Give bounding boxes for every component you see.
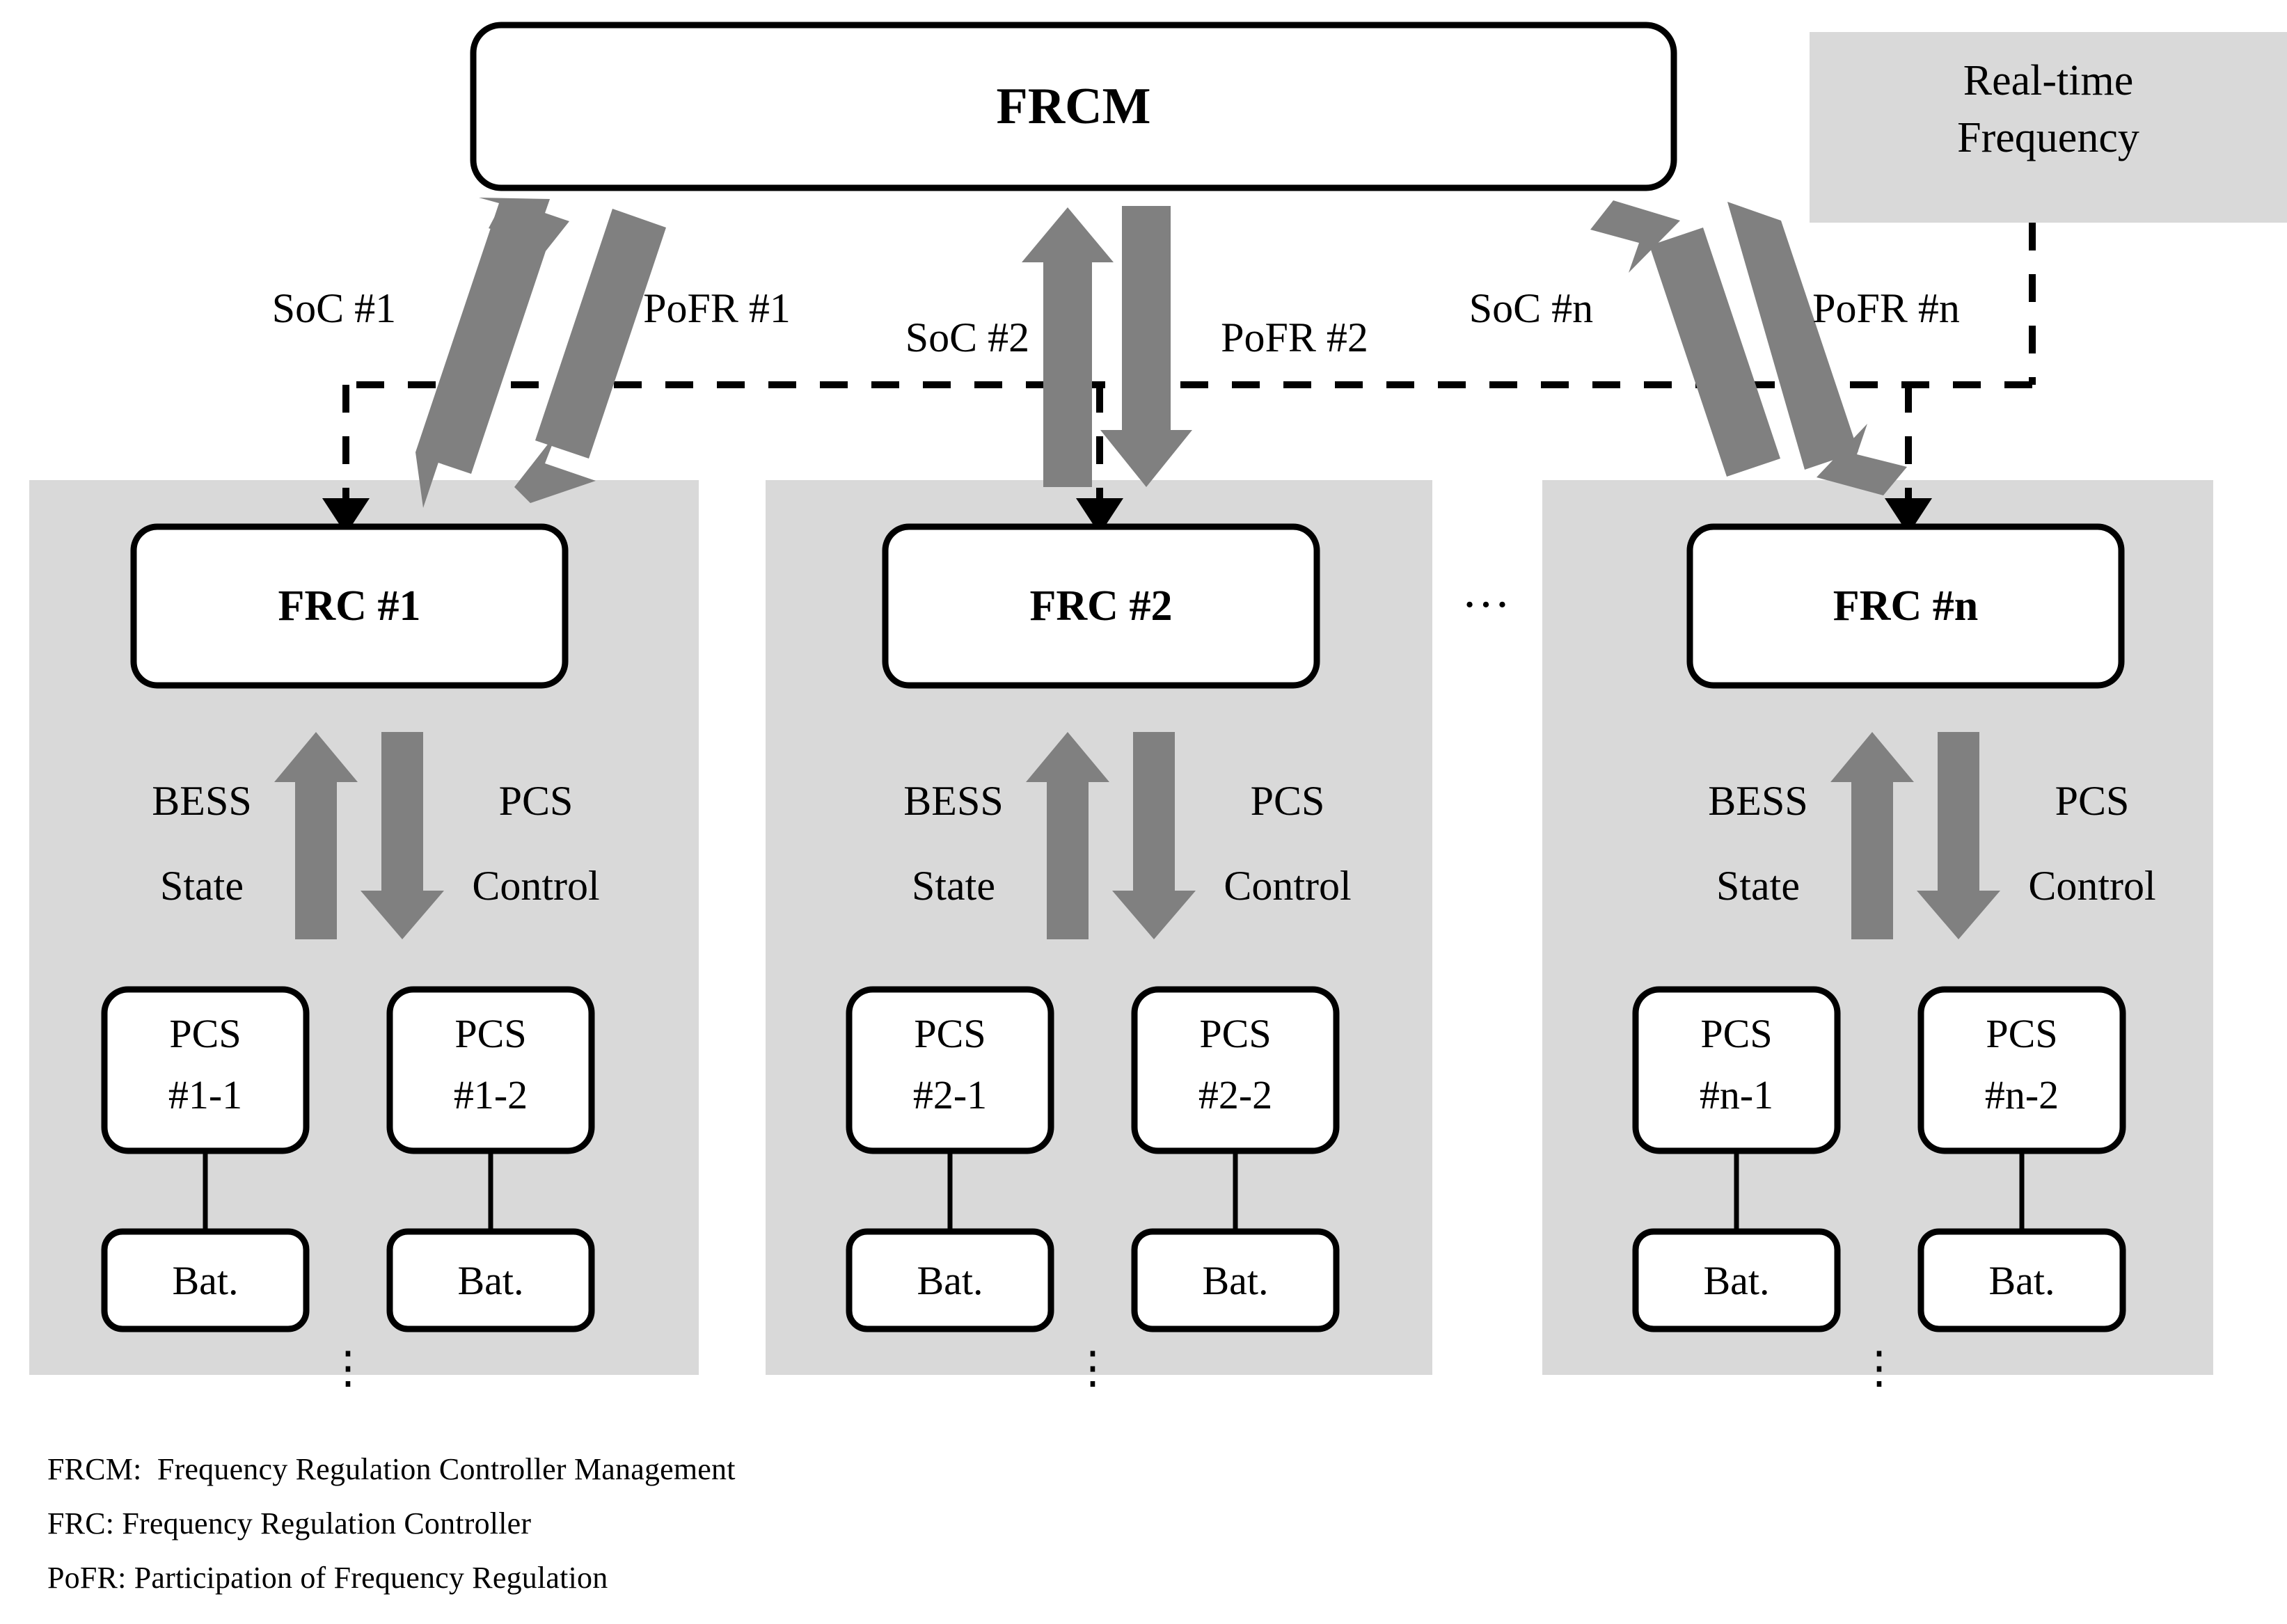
- pcs-label-n-1-line1: PCS: [1700, 1010, 1773, 1056]
- dashed-arrowhead-1: [322, 498, 370, 534]
- bess-state-arrow-head-n: [1830, 732, 1914, 782]
- pofr-label-2: PoFR #2: [1221, 314, 1368, 360]
- bess-state-label-1-line2: State: [160, 862, 244, 909]
- pcs-label-2-2-line2: #2-2: [1198, 1072, 1273, 1117]
- frc-label-1: FRC #1: [278, 582, 421, 630]
- pcs-control-arrow-shaft-1: [381, 732, 423, 899]
- pofr-label-1: PoFR #1: [643, 285, 791, 331]
- pcs-control-label-n-line1: PCS: [2055, 777, 2130, 824]
- pcs-label-1-1-line2: #1-1: [168, 1072, 243, 1117]
- realtime-frequency-label-line2: Frequency: [1957, 113, 2139, 161]
- soc-label-n: SoC #n: [1469, 285, 1594, 331]
- bess-state-arrow-head-1: [274, 732, 358, 782]
- pofr-arrow-head-2: [1100, 430, 1192, 487]
- bat-label-1-2: Bat.: [457, 1257, 524, 1303]
- soc-arrow-shaft-1: [418, 225, 548, 474]
- bat-label-2-1: Bat.: [917, 1257, 983, 1303]
- soc-arrow-head-n: [1590, 200, 1680, 273]
- pcs-label-n-1-line2: #n-1: [1699, 1072, 1774, 1117]
- soc-arrow-head-1: [489, 199, 569, 275]
- pcs-control-label-1-line1: PCS: [498, 777, 573, 824]
- pcs-control-arrow-shaft-n: [1938, 732, 1979, 899]
- pcs-control-arrow-head-2: [1112, 891, 1196, 939]
- bat-label-2-2: Bat.: [1202, 1257, 1269, 1303]
- bat-box-2-2: [1131, 1228, 1340, 1332]
- units-ellipsis-1: ⋮: [326, 1343, 370, 1392]
- pcs-label-1-2-line2: #1-2: [453, 1072, 528, 1117]
- soc-label-1: SoC #1: [271, 285, 397, 331]
- bat-box-2-1: [846, 1228, 1054, 1332]
- frc-box-1: [130, 523, 569, 689]
- pofr-arrow-shaft-n: [1727, 202, 1858, 470]
- realtime-frequency-box: [1810, 32, 2287, 223]
- pcs-control-arrow-head-1: [361, 891, 444, 939]
- bess-state-label-n-line1: BESS: [1708, 777, 1808, 824]
- pcs-label-n-2-line1: PCS: [1986, 1010, 2058, 1056]
- bess-state-arrow-shaft-n: [1851, 772, 1893, 939]
- frcm-label: FRCM: [996, 77, 1151, 135]
- pcs-label-n-2-line2: #n-2: [1984, 1072, 2059, 1117]
- units-ellipsis-n: ⋮: [1857, 1343, 1901, 1392]
- legend-line-pofr: PoFR: Participation of Frequency Regulat…: [47, 1561, 608, 1595]
- frc-label-2: FRC #2: [1029, 582, 1173, 630]
- bat-box-n-2: [1917, 1228, 2126, 1332]
- pcs-control-label-n-line2: Control: [2028, 862, 2156, 909]
- bat-label-n-1: Bat.: [1703, 1257, 1770, 1303]
- frcm-box: [470, 22, 1677, 191]
- pcs-control-arrow-shaft-2: [1133, 732, 1175, 899]
- pcs-control-arrow-head-n: [1917, 891, 2000, 939]
- legend-line-frcm: FRCM: Frequency Regulation Controller Ma…: [47, 1452, 736, 1486]
- bat-label-1-1: Bat.: [172, 1257, 239, 1303]
- frc-label-n: FRC #n: [1833, 582, 1979, 630]
- pcs-label-1-1-line1: PCS: [169, 1010, 242, 1056]
- pcs-label-2-1-line1: PCS: [914, 1010, 986, 1056]
- bess-state-label-1-line1: BESS: [152, 777, 252, 824]
- pcs-label-2-2-line1: PCS: [1199, 1010, 1272, 1056]
- bat-label-n-2: Bat.: [1988, 1257, 2055, 1303]
- pofr-arrow-shaft-1: [535, 209, 666, 459]
- groups-ellipsis: …: [1462, 564, 1517, 618]
- bat-box-1-1: [101, 1228, 310, 1332]
- pcs-control-label-2-line2: Control: [1224, 862, 1352, 909]
- pofr-label-n: PoFR #n: [1812, 285, 1960, 331]
- bess-state-label-2-line2: State: [912, 862, 995, 909]
- pofr-arrow-head-n: [1817, 424, 1907, 495]
- bess-state-arrow-shaft-1: [295, 772, 337, 939]
- pcs-label-2-1-line2: #2-1: [912, 1072, 988, 1117]
- soc-arrow-shaft-n: [1649, 228, 1780, 477]
- frc-box-2: [882, 523, 1320, 689]
- units-ellipsis-2: ⋮: [1070, 1343, 1115, 1392]
- bess-state-label-n-line2: State: [1716, 862, 1800, 909]
- dashed-arrowhead-n: [1885, 498, 1932, 534]
- frc-box-n: [1686, 523, 2125, 689]
- pcs-label-1-2-line1: PCS: [454, 1010, 527, 1056]
- soc-label-2: SoC #2: [905, 314, 1030, 360]
- dashed-arrowhead-2: [1076, 498, 1123, 534]
- bess-state-arrow-shaft-2: [1047, 772, 1089, 939]
- bess-state-label-2-line1: BESS: [903, 777, 1004, 824]
- pofr-arrow-head-1: [514, 433, 596, 503]
- realtime-frequency-label-line1: Real-time: [1963, 56, 2134, 104]
- soc-arrow-head-2: [1022, 207, 1114, 262]
- pcs-control-label-1-line2: Control: [472, 862, 600, 909]
- bess-state-arrow-head-2: [1026, 732, 1109, 782]
- bat-box-n-1: [1632, 1228, 1841, 1332]
- bat-box-1-2: [386, 1228, 595, 1332]
- soc-arrow-shaft-2: [1043, 250, 1092, 487]
- pofr-arrow-shaft-2: [1122, 206, 1171, 431]
- pcs-control-label-2-line1: PCS: [1250, 777, 1325, 824]
- legend-line-frc: FRC: Frequency Regulation Controller: [47, 1506, 532, 1541]
